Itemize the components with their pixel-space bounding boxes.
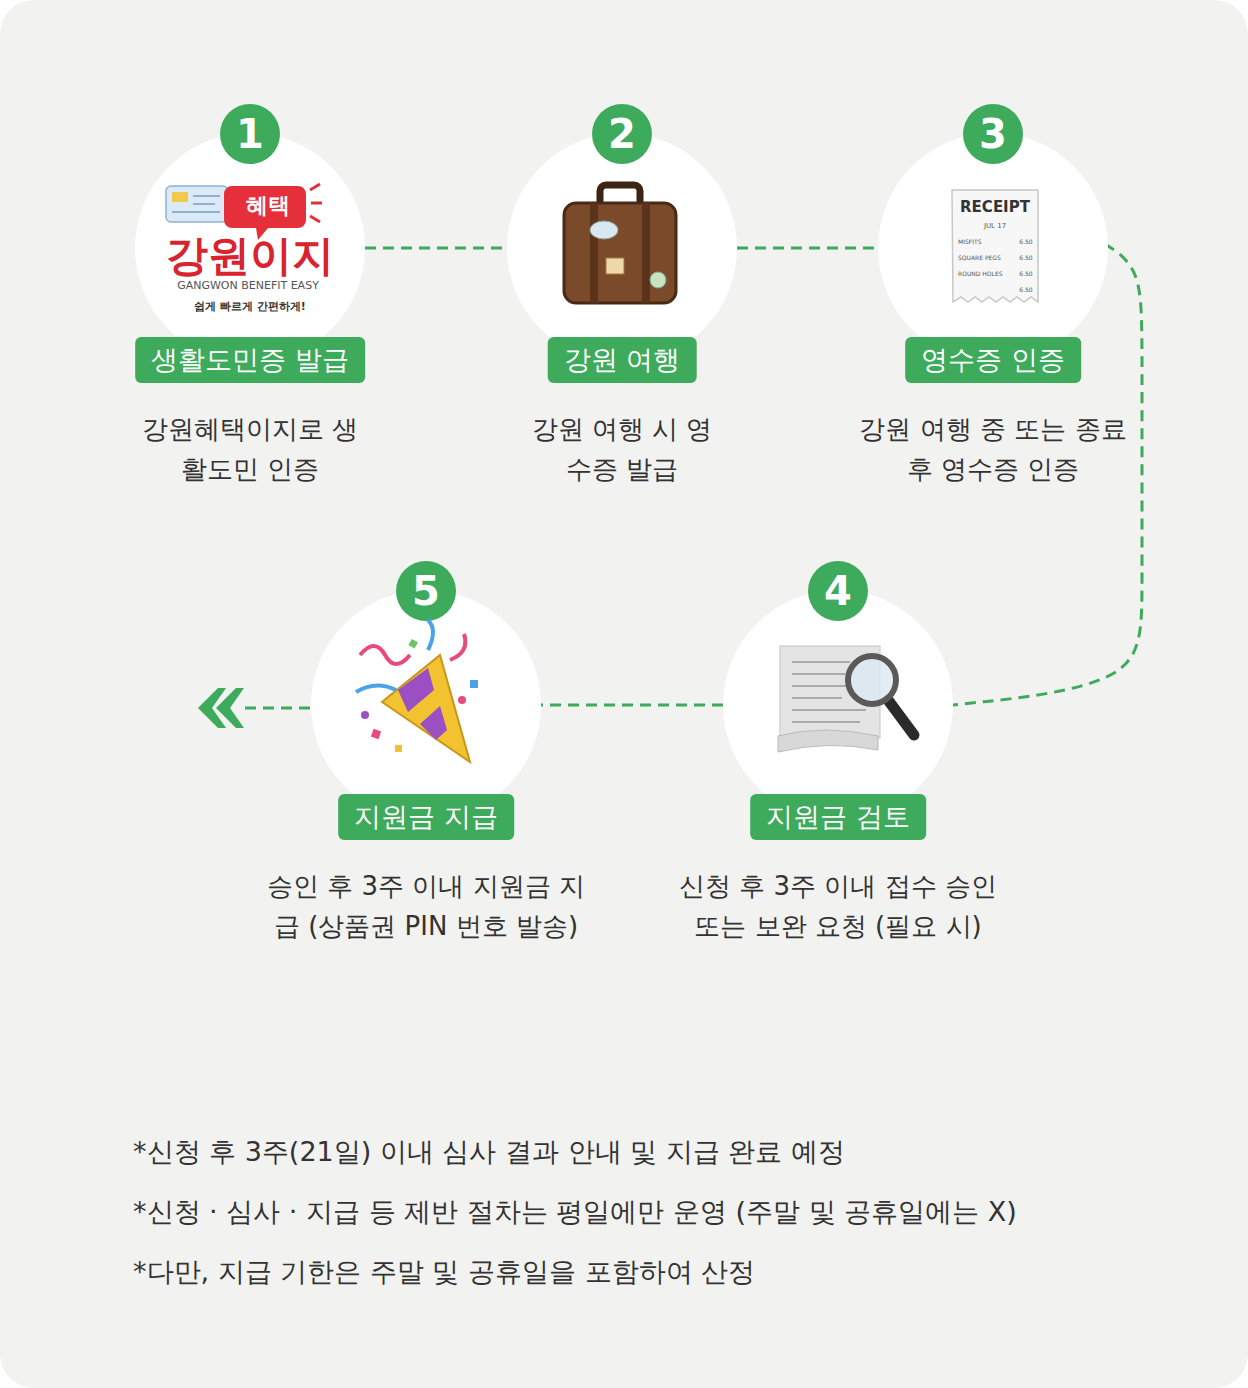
step-description: 승인 후 3주 이내 지원금 지급 (상품권 PIN 번호 발송) [266,866,586,946]
streamer [356,685,396,692]
dashed-connector [365,247,507,250]
strap [590,203,598,303]
logo-text: GANGWON BENEFIT EASY [177,279,319,292]
streamer [450,634,465,660]
receipt-text: 6.50 [1019,254,1032,261]
sticker [590,221,618,239]
scroll [778,730,878,752]
streamer [428,620,433,650]
dashed-connector [737,247,878,250]
step-label: 강원 여행 [548,337,697,383]
exit-arrow [198,688,310,728]
step-number: 2 [592,104,652,164]
receipt-text: 6.50 [1019,270,1032,277]
suitcase-icon [564,185,676,303]
sticker [650,272,666,288]
cone [382,655,470,762]
step-description: 강원 여행 시 영수증 발급 [522,409,722,489]
receipt-text: RECEIPT [960,198,1030,216]
chevron [216,688,244,728]
receipt-text: JUL 17 [984,222,1006,230]
magnifier-handle [888,700,914,735]
text-line [792,697,842,699]
receipt-text: 6.50 [1019,286,1032,293]
strap [642,203,650,303]
streamer [360,646,410,664]
step-circle: 4지원금 검토신청 후 3주 이내 접수 승인 또는 보완 요청 (필요 시) [723,590,953,820]
receipt-paper [952,190,1038,302]
confetti [408,639,418,649]
receipt-icon [952,190,1038,302]
text-line [792,721,860,723]
confetti [395,745,402,752]
text-line [792,661,850,663]
text-line [792,673,845,675]
text-line [792,709,866,711]
logo-text: 혜택 [246,193,290,219]
card-line [172,211,220,213]
step-circle: 5지원금 지급승인 후 3주 이내 지원금 지급 (상품권 PIN 번호 발송) [311,590,541,820]
step-label: 지원금 검토 [750,794,926,840]
receipt-text: MISFITS [958,238,981,245]
magnifier-lens [848,656,896,704]
stripe [398,668,434,712]
text-line [792,685,848,687]
magnifier-icon [778,646,914,752]
footnote: *신청 후 3주(21일) 이내 심사 결과 안내 및 지급 완료 예정 [133,1136,845,1168]
receipt-text: ROUND HOLES [958,270,1002,277]
step-circle: 3영수증 인증강원 여행 중 또는 종료 후 영수증 인증 [878,133,1108,363]
step-circle: 2강원 여행강원 여행 시 영수증 발급 [507,133,737,363]
step-label: 영수증 인증 [905,337,1081,383]
step-number: 4 [808,561,868,621]
step-description: 신청 후 3주 이내 접수 승인 또는 보완 요청 (필요 시) [678,866,998,946]
card-line [193,195,220,197]
stripe [420,706,447,740]
step-number: 3 [963,104,1023,164]
confetti [371,729,381,739]
footnote: *다만, 지급 기한은 주말 및 공휴일을 포함하여 산정 [133,1256,755,1288]
confetti [458,696,466,704]
spark [310,184,320,190]
card [166,186,228,222]
confetti [470,680,478,688]
dashed-connector [541,704,723,707]
document [780,646,880,738]
sticker [606,258,624,274]
handle [600,185,640,205]
receipt-text: 6.50 [1019,238,1032,245]
step-description: 강원 여행 중 또는 종료 후 영수증 인증 [858,409,1128,489]
footnote: *신청 · 심사 · 지급 등 제반 절차는 평일에만 운영 (주말 및 공휴일… [133,1196,1017,1228]
confetti [361,711,369,719]
spark [311,202,322,205]
step-label: 생활도민증 발급 [135,337,365,383]
logo-text: 강원이지 [166,231,334,281]
receipt-text: SQUARE PEGS [958,254,1001,261]
party-popper-icon [356,620,478,762]
logo-text: 쉽게 빠르게 간편하게! [194,300,306,313]
dashed-line [238,707,310,710]
spark [310,216,320,222]
step-label: 지원금 지급 [338,794,514,840]
step-description: 강원혜택이지로 생활도민 인증 [135,409,365,489]
card-chip [172,192,188,202]
step-number: 1 [220,104,280,164]
case-body [564,203,676,303]
step-number: 5 [396,561,456,621]
card-line [193,203,215,205]
